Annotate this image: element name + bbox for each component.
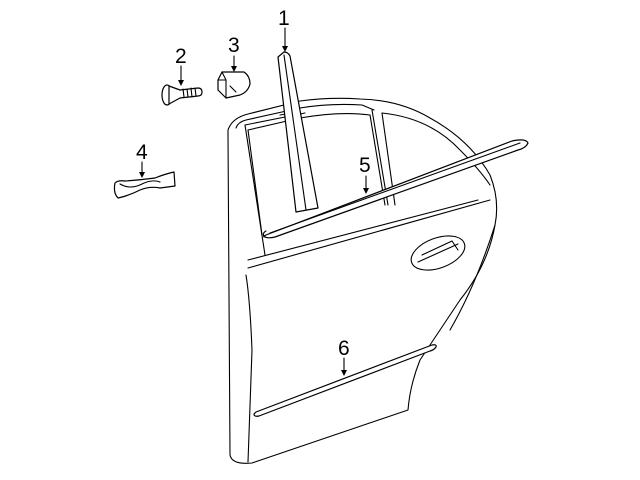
part-4-tape — [113, 171, 176, 199]
callout-5: 5 — [359, 154, 371, 177]
leader-arrows — [139, 27, 369, 376]
callout-4: 4 — [136, 141, 148, 164]
part-3-clip — [217, 71, 251, 99]
callout-6: 6 — [338, 337, 350, 360]
part-5-belt-molding — [262, 139, 529, 239]
part-6-body-molding — [253, 344, 437, 417]
callout-1: 1 — [278, 7, 290, 30]
callout-3: 3 — [228, 34, 240, 57]
callout-2: 2 — [175, 45, 187, 68]
part-1-pillar-molding — [277, 51, 319, 213]
part-2-screw — [161, 84, 203, 106]
